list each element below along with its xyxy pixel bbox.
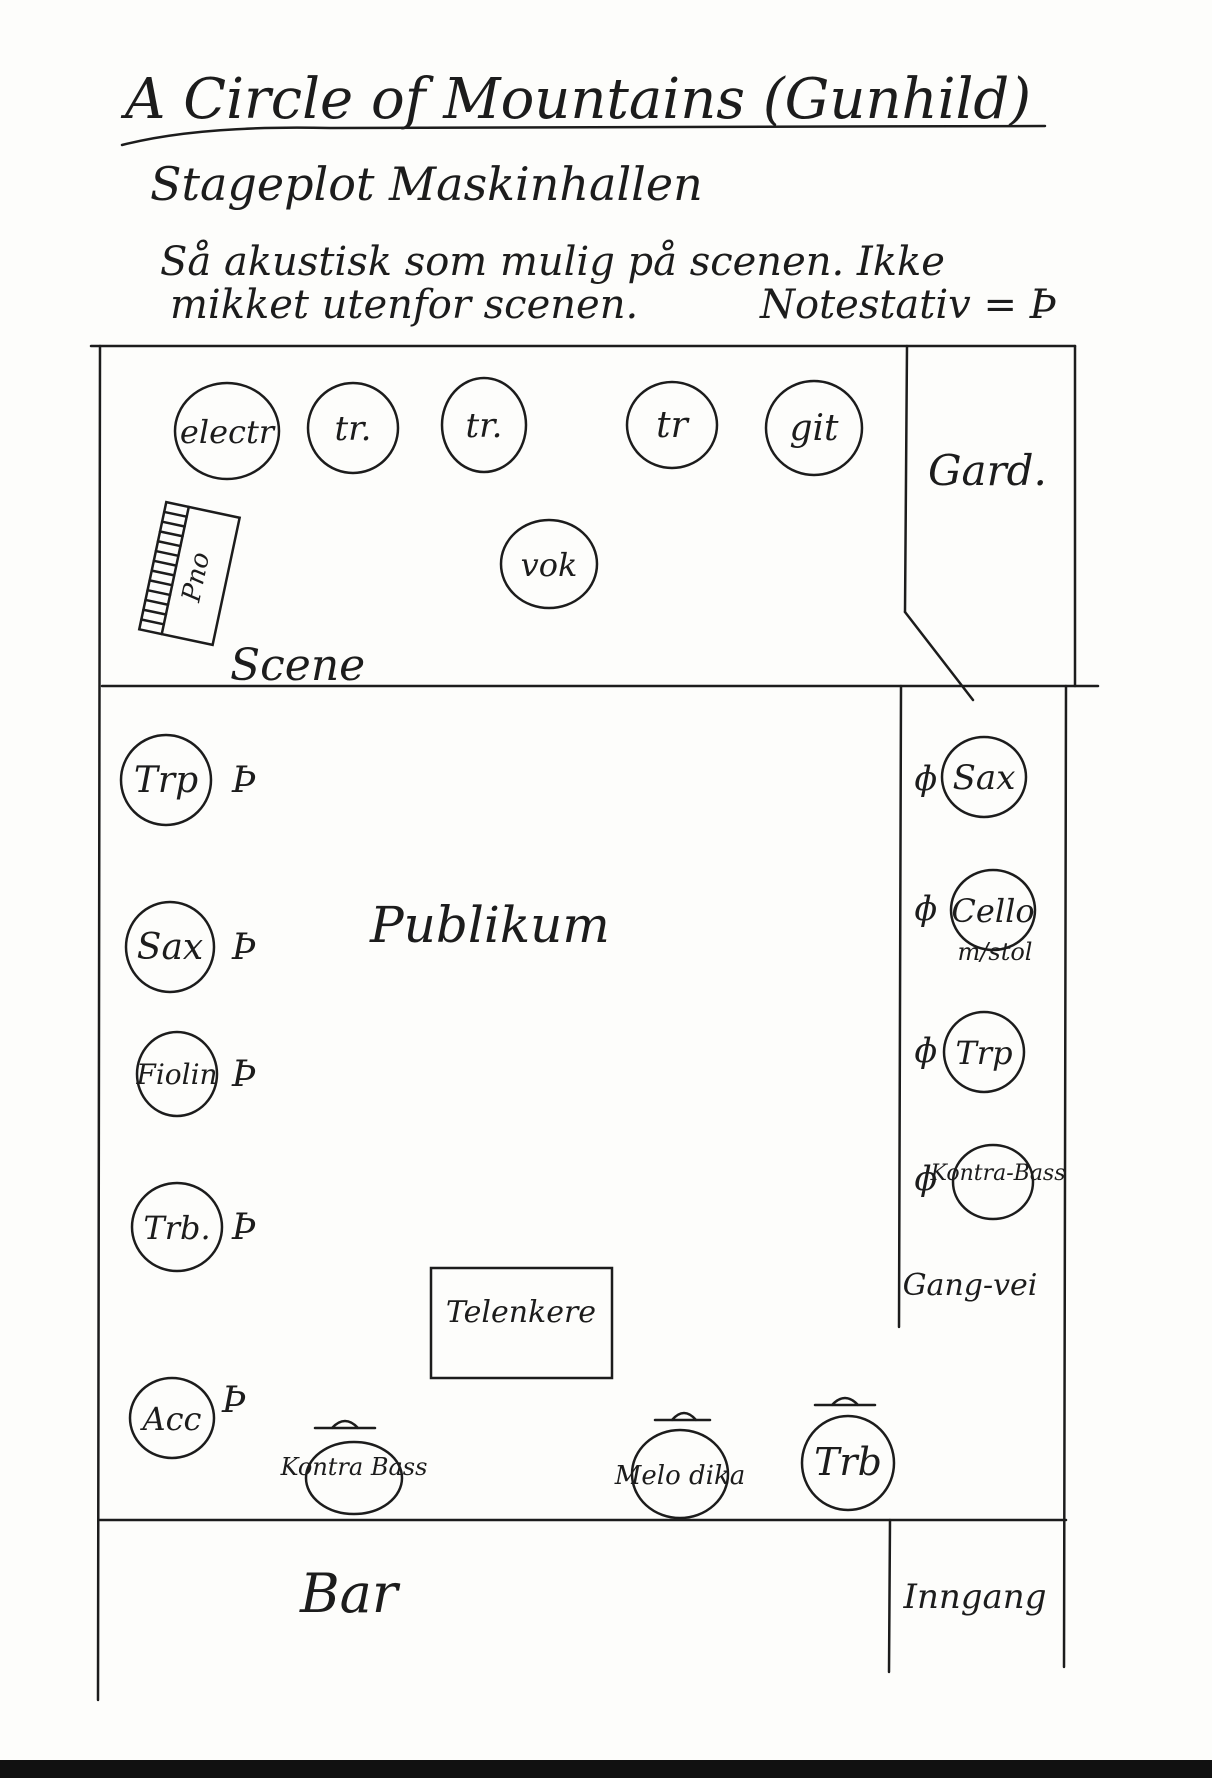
piano-label: Pno [176,550,216,606]
musician-label: tr. [466,406,503,446]
entrance-label: Inngang [903,1577,1047,1617]
musician-kontrabass-bottom [304,1440,404,1516]
musician-label: Trb. [143,1209,210,1247]
bar-label: Bar [299,1562,401,1625]
musician-label: tr. [335,409,372,449]
musician-trp-left [119,733,213,827]
musician-vok [499,518,599,610]
note-line-1: Så akustisk som mulig på scenen. Ikke [160,239,945,285]
musician-kontrabass-right [951,1143,1035,1221]
musician-label: Kontra-Bass [929,1161,1065,1186]
musician-label: Cello [951,892,1034,930]
musician-git [764,379,864,477]
musician-sax-left [124,900,216,994]
musician-label: git [789,408,839,449]
music-stand-icon: Þ [221,1380,246,1421]
stand-box [429,1266,614,1380]
musician-label: tr [656,405,689,446]
music-stand-legend: Notestativ = Þ [759,282,1057,328]
music-stand-icon: Þ [231,1207,256,1248]
musician-acc [128,1376,216,1460]
piano: Pno [137,500,242,647]
musician-label: electr [180,413,276,451]
wardrobe-label: Gard. [928,446,1047,495]
music-stand-icon: ɸ [914,1159,938,1199]
musician-label: vok [521,546,578,584]
note-line-2: mikket utenfor scenen. [170,282,638,328]
musician-fiolin [135,1030,219,1118]
stand-box-label: Telenkere [446,1295,596,1330]
musician-cello [949,868,1037,952]
musician-label: Trp [134,760,198,801]
music-stand-icon: Þ [231,1054,256,1095]
musician-label: Sax [137,927,203,968]
musician-tr-3 [625,380,719,470]
plot-subtitle: Stageplot Maskinhallen [150,157,703,211]
music-stand-icon: Þ [231,760,256,801]
music-stand-icon: Þ [231,927,256,968]
musician-label: Trb [814,1440,882,1484]
plot-title: A Circle of Mountains (Gunhild) [120,67,1031,132]
music-stand-icon: ɸ [914,1031,938,1071]
musician-label: Melo dika [614,1461,745,1491]
page-edge-shadow [0,1760,1212,1778]
title-underline [120,124,1047,147]
musician-trb-left [130,1181,224,1273]
cello-note: m/stol [958,938,1033,966]
musician-tr-2 [440,376,528,474]
musician-label: Trp [955,1034,1012,1072]
aisle-label: Gang-vei [903,1268,1038,1303]
musician-tr-1 [306,381,400,475]
music-stand-icon: ɸ [914,759,938,799]
musician-label: Fiolin [135,1058,217,1091]
musician-label: Acc [140,1400,202,1438]
stage-area: electr tr. tr. tr git vok Pno Scene Gard… [137,376,1047,691]
musician-label: Kontra Bass [280,1453,428,1481]
room-outline [89,344,1100,1702]
musician-label: Sax [953,758,1016,798]
audience-bottom: Kontra Bass Melo dika Trb [280,1396,896,1520]
stage-label: Scene [230,640,365,691]
musician-melodika [630,1428,730,1520]
musician-trb-bottom [800,1414,896,1512]
musician-electr [173,381,281,481]
audience-label: Publikum [369,896,610,954]
musician-sax-right [940,735,1028,819]
musician-trp-right [942,1010,1026,1094]
audience-right: ɸ Sax ɸ Cello m/stol ɸ Trp ɸ Kontra-Bass… [903,735,1066,1303]
music-stand-icon: ɸ [914,889,938,929]
audience-left: Trp Þ Sax Þ Fiolin Þ Trb. Þ Acc Þ [119,733,256,1460]
